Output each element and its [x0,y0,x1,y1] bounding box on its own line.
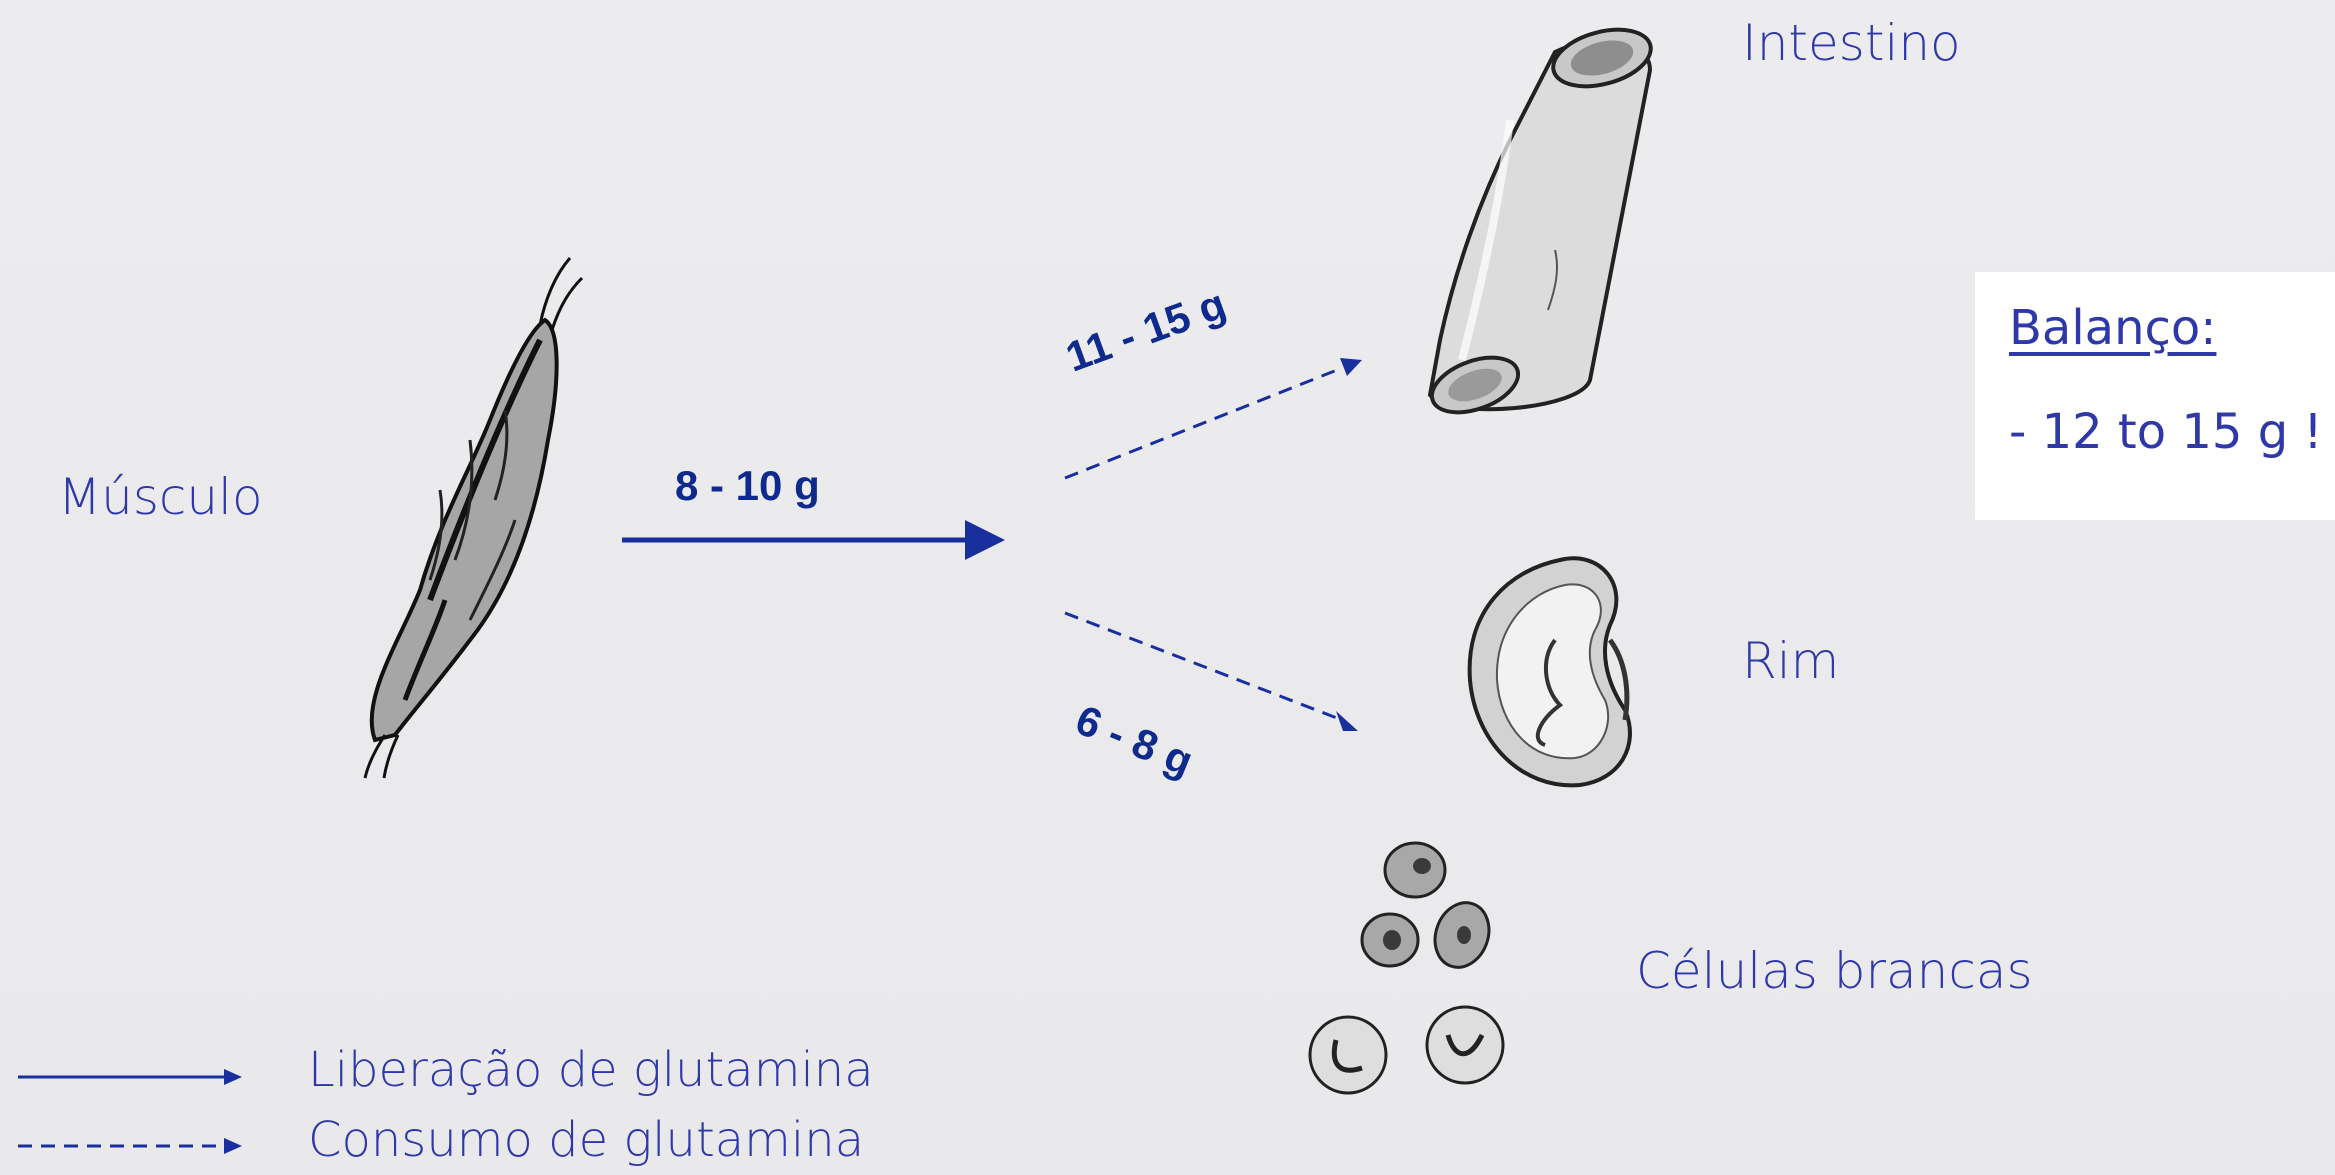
muscle-illustration [365,258,582,778]
release-amount-label: 8 - 10 g [675,462,820,510]
legend-release-line [18,1069,242,1085]
release-arrow [622,520,1005,560]
legend-release-label: Liberação de glutamina [308,1042,874,1098]
kidney-illustration [1470,558,1630,785]
intestine-consumption-arrow [1065,358,1362,478]
balance-value: - 12 to 15 g ! [2009,404,2323,460]
white-cells-label: Células brancas [1636,942,2033,1000]
muscle-label: Músculo [58,468,263,526]
balance-box: Balanço: - 12 to 15 g ! [1975,272,2335,520]
white-cells-illustration [1310,843,1503,1093]
legend-consumption-line [18,1138,242,1154]
intestine-illustration [1425,20,1658,423]
intestine-label: Intestino [1742,14,1961,72]
legend-consumption-label: Consumo de glutamina [308,1112,864,1168]
kidney-label: Rim [1742,632,1839,690]
balance-title: Balanço: [2009,300,2216,356]
